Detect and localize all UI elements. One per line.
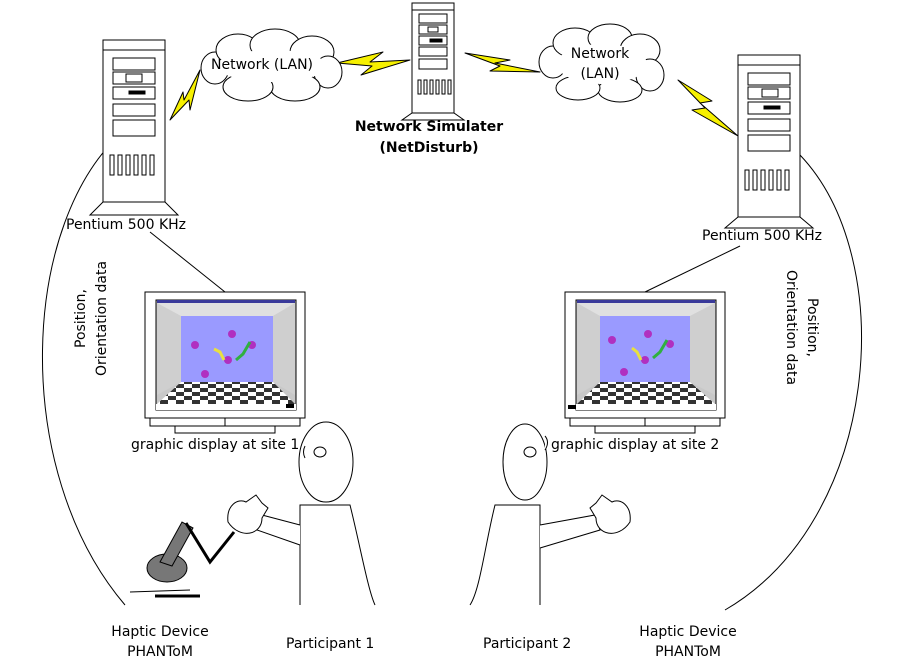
display-left-label: graphic display at site 1 [131,437,300,453]
virtual-space [600,316,690,382]
cloud-left [200,28,343,102]
virtual-space [181,316,273,382]
display-right-label: graphic display at site 2 [551,437,720,453]
network-right-label-line2: (LAN) [580,66,620,82]
connection-lines [42,129,862,611]
lightning-icon [464,52,541,73]
haptic-device-left [129,521,236,598]
monitor-right [564,291,726,434]
cloud-right [538,23,665,103]
network-left-label: Network (LAN) [211,57,313,73]
pc-right-label: Pentium 500 KHz [702,228,822,244]
data-left-label-line2: Orientation data [94,260,110,376]
pc-left-label: Pentium 500 KHz [66,217,186,233]
simulator-label-line2: (NetDisturb) [379,140,479,156]
participant-1-label: Participant 1 [286,636,375,652]
pc-tower-right [723,54,815,229]
pc-tower-left [88,39,180,216]
participant-1-figure [227,421,376,606]
haptic-left-label-line1: Haptic Device [111,624,209,640]
data-right-label-line1: Position, [804,298,820,357]
monitor-left [144,291,306,434]
data-arc-left [42,129,126,606]
virtual-objects [608,330,674,376]
participant-2-figure [469,423,631,606]
pc-left-to-display [149,231,226,293]
virtual-objects [191,330,256,378]
lightning-icon [169,69,201,121]
lightning-icon [677,79,739,137]
pc-tower-center [400,2,466,121]
haptic-right-label-line1: Haptic Device [639,624,737,640]
haptic-right-label-line2: PHANToM [655,644,721,660]
participant-2-label: Participant 2 [483,636,572,652]
haptic-left-label-line2: PHANToM [127,644,193,660]
network-right-label-line1: Network [570,46,630,62]
pc-right-to-display [644,245,741,293]
simulator-label-line1: Network Simulater [354,119,504,135]
data-arc-right [724,154,862,611]
data-left-label-line1: Position, [73,289,89,348]
lightning-icon [336,51,411,76]
data-right-label-line2: Orientation data [783,270,799,386]
